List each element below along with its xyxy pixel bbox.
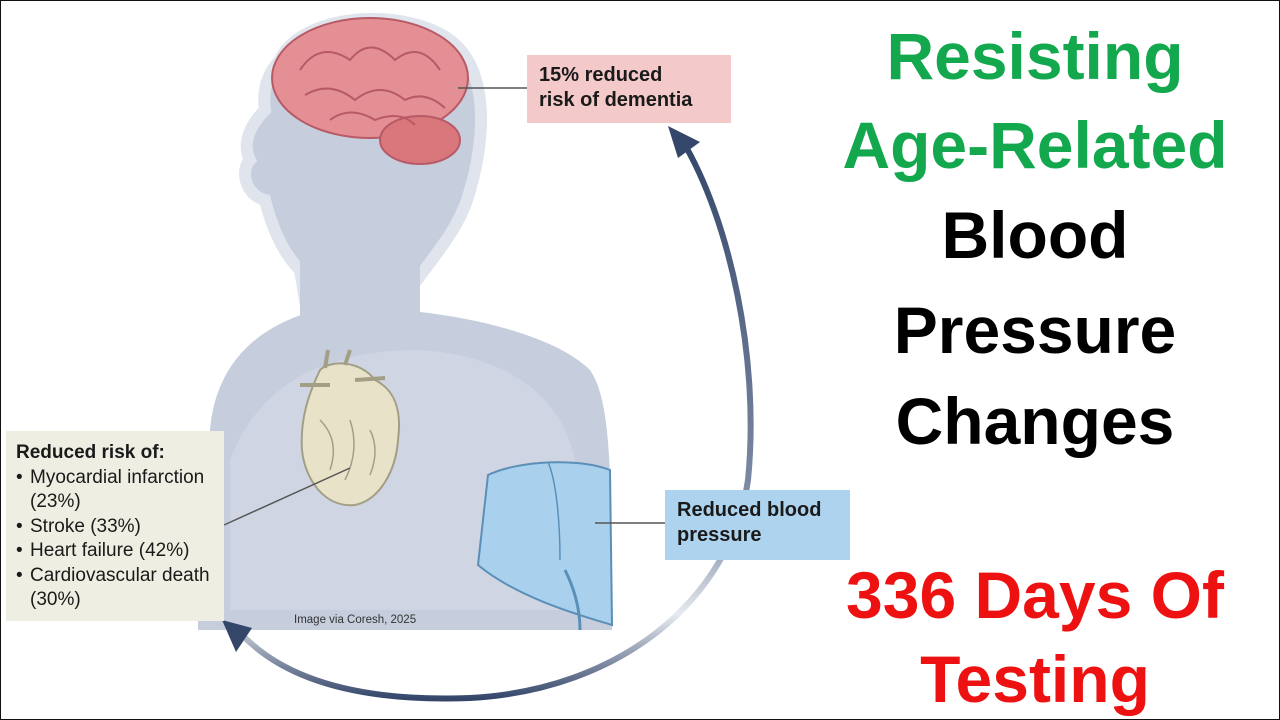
- body-illustration: [198, 12, 754, 702]
- cycle-arrow: [233, 138, 754, 702]
- subtitle-line-1: 336 Days Of: [846, 558, 1224, 632]
- bp-cuff-graphic: [476, 461, 614, 631]
- title-line-4: Pressure: [893, 293, 1177, 367]
- risk-heading: Reduced risk of:: [16, 442, 165, 463]
- bp-callout-line: pressure: [677, 524, 762, 546]
- risk-callout: Reduced risk of: Myocardial infarction (…: [6, 431, 224, 621]
- list-item: Heart failure (42%): [16, 539, 214, 564]
- title-line-5: Changes: [895, 384, 1175, 458]
- list-item: Cardiovascular death (30%): [16, 564, 214, 613]
- arrow-head-top: [668, 126, 700, 158]
- image-credit: Image via Coresh, 2025: [294, 614, 417, 626]
- neck-silhouette: [300, 250, 420, 330]
- dementia-callout-line: 15% reduced: [539, 64, 663, 86]
- dementia-callout-line: risk of dementia: [539, 89, 693, 111]
- heart-graphic: [300, 349, 401, 507]
- bp-callout-line: Reduced blood: [677, 499, 822, 521]
- blood-pressure-callout: Reduced blood pressure: [665, 490, 850, 560]
- title-line-1: Resisting: [886, 19, 1184, 93]
- risk-connector: [223, 467, 351, 526]
- risk-list: Myocardial infarction (23%) Stroke (33%)…: [16, 466, 214, 613]
- title-line-2: Age-Related: [842, 108, 1228, 182]
- title-line-3: Blood: [941, 198, 1129, 272]
- list-item: Stroke (33%): [16, 515, 214, 540]
- brain-graphic: [271, 17, 469, 165]
- arrow-head-bottom: [222, 620, 252, 652]
- list-item: Myocardial infarction (23%): [16, 466, 214, 515]
- subtitle-line-2: Testing: [920, 642, 1150, 716]
- dementia-callout: 15% reduced risk of dementia: [527, 55, 731, 123]
